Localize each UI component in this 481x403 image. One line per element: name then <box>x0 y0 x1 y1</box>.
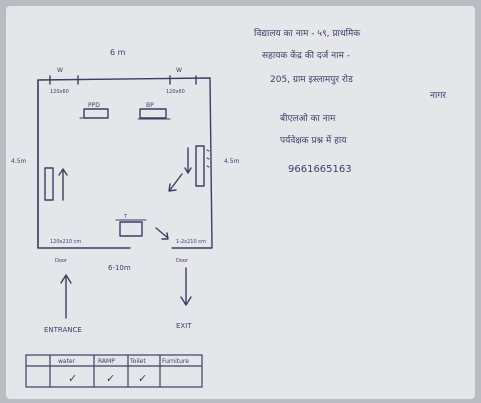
checklist-header-toilet: Toilet <box>129 358 146 365</box>
window-label-2: W <box>176 67 182 74</box>
table <box>119 221 143 237</box>
phone-number: 9661665163 <box>288 164 352 175</box>
window-size-right: 120x60 <box>166 89 185 95</box>
note-line-3: 205, ग्राम इस्लामपुर रोड <box>270 73 353 85</box>
entrance-arrow <box>60 274 72 319</box>
top-dimension: 6 m <box>110 48 126 57</box>
checklist-grid <box>26 355 202 387</box>
checklist-header-water: water <box>58 358 76 365</box>
left-up-arrow <box>58 168 68 201</box>
checklist-mark-ramp: ✓ <box>106 372 115 385</box>
exit-arrow <box>180 267 192 306</box>
checklist-header-furniture: Furniture <box>162 358 189 365</box>
checklist-mark-water: ✓ <box>68 372 77 385</box>
diagonal-arrow <box>168 173 183 192</box>
door-right-label: Door <box>176 258 189 264</box>
door-left-label: Door <box>55 258 68 264</box>
exit-label: EXIT <box>176 322 192 330</box>
right-dimension: 4.5m <box>224 158 240 165</box>
rack-ticks <box>206 149 210 168</box>
right-down-arrow <box>184 147 192 174</box>
entrance-label: ENTRANCE <box>44 326 82 334</box>
note-line-4: बीएलओ का नाम <box>280 112 336 124</box>
bench-left <box>83 108 109 119</box>
right-wall-rack <box>195 145 205 187</box>
window-marks <box>49 75 197 85</box>
left-dimension: 4.5m <box>11 158 27 165</box>
left-wall-rack <box>44 167 54 201</box>
table-arrow <box>155 227 169 240</box>
bench-left-label: PPD <box>88 102 100 109</box>
bottom-dimension: 6-10m <box>108 264 131 272</box>
door-right-size: 1-2x210 cm <box>176 239 206 245</box>
note-line-2: सहायक केंद्र की दर्ज नाम - <box>262 49 350 61</box>
note-line-5: पर्यवेक्षक प्रश्न में हाय <box>280 134 347 146</box>
checklist-mark-toilet: ✓ <box>138 372 147 385</box>
note-line-3b: नागर <box>430 91 446 101</box>
paper-sheet <box>6 6 475 399</box>
bench-right-label: BP <box>146 102 154 109</box>
door-left-size: 120x210 cm <box>50 239 81 245</box>
checklist-table <box>25 354 203 388</box>
bench-right <box>139 108 167 119</box>
window-size-left: 120x60 <box>50 89 69 95</box>
window-label-1: W <box>57 67 63 74</box>
note-line-1: विद्यालय का नाम - ५९, प्राथमिक <box>254 27 361 39</box>
checklist-header-ramp: RAMP <box>98 358 115 365</box>
table-label: T <box>123 214 128 220</box>
